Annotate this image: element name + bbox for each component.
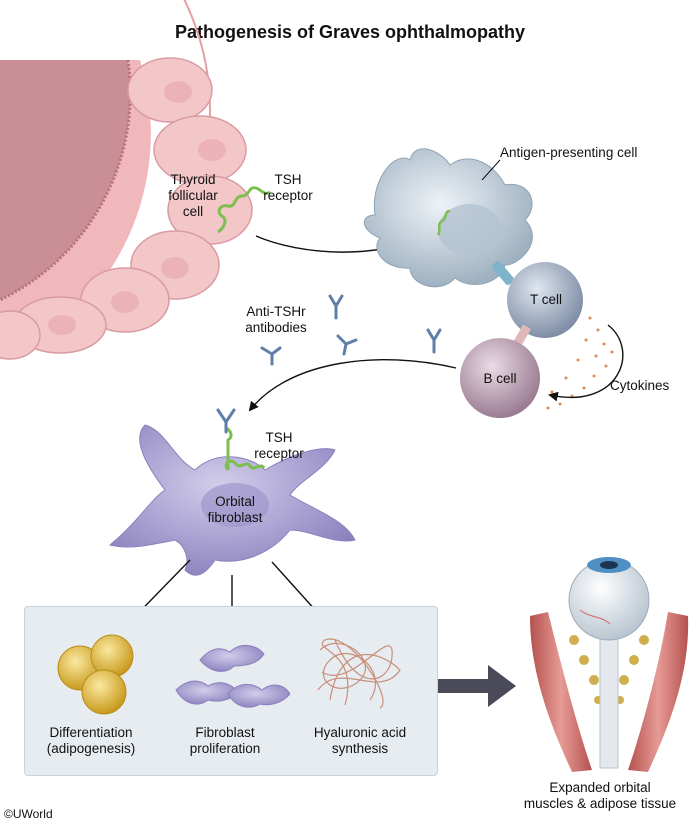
label-fibroblast-line2: fibroblast — [207, 510, 263, 525]
label-expanded-line1: Expanded orbital — [549, 780, 651, 795]
hyaluronic-acid-tangle — [317, 638, 401, 709]
label-tsh-top-line2: receptor — [263, 188, 313, 203]
label-b-cell: B cell — [483, 371, 517, 386]
label-fibroblast-line1: Orbital — [215, 494, 255, 509]
label-thyroid-cell: Thyroid follicular cell — [158, 172, 228, 220]
label-hya-line2: synthesis — [331, 741, 389, 756]
tsh-receptor-thyroid — [217, 186, 271, 234]
proliferating-fibroblasts — [175, 645, 291, 708]
label-orbital-fibroblast: Orbital fibroblast — [195, 494, 275, 526]
label-tsh-receptor-fibroblast: TSH receptor — [244, 430, 314, 462]
label-tsh-receptor-top: TSH receptor — [258, 172, 318, 204]
antibody-icons — [260, 294, 442, 366]
label-expanded-orbit: Expanded orbital muscles & adipose tissu… — [505, 780, 695, 812]
label-tsh-top-line1: TSH — [274, 172, 302, 187]
t-cell — [507, 262, 583, 338]
expanded-orbit — [530, 557, 689, 772]
antigen-presenting-cell — [363, 148, 533, 288]
b-cell — [460, 338, 540, 418]
label-t-cell: T cell — [529, 292, 562, 307]
label-differentiation: Differentiation (adipogenesis) — [26, 725, 156, 757]
label-hyaluronic: Hyaluronic acid synthesis — [295, 725, 425, 757]
label-expanded-line2: muscles & adipose tissue — [523, 796, 677, 811]
label-proliferation: Fibroblast proliferation — [170, 725, 280, 757]
label-prolif-line1: Fibroblast — [195, 725, 255, 740]
label-diff-line2: (adipogenesis) — [46, 741, 136, 756]
orbital-fibroblast — [108, 424, 356, 576]
label-antibodies-line1: Anti-TSHr — [246, 304, 306, 319]
label-tsh-fibro-line2: receptor — [254, 446, 304, 461]
label-hya-line1: Hyaluronic acid — [313, 725, 407, 740]
label-prolif-line2: proliferation — [189, 741, 261, 756]
thyroid-follicle — [0, 0, 253, 360]
label-tsh-fibro-line1: TSH — [265, 430, 293, 445]
adipocyte-cluster — [57, 634, 134, 715]
label-apc: Antigen-presenting cell — [500, 145, 638, 160]
label-thyroid-line1: Thyroid — [170, 172, 216, 187]
label-antibodies: Anti-TSHr antibodies — [236, 304, 316, 336]
copyright: ©UWorld — [4, 807, 53, 821]
diagram-title: Pathogenesis of Graves ophthalmopathy — [174, 22, 526, 42]
label-thyroid-line3: cell — [182, 204, 204, 219]
label-cytokines: Cytokines — [610, 378, 670, 393]
label-thyroid-line2: follicular — [168, 188, 218, 203]
label-antibodies-line2: antibodies — [245, 320, 307, 335]
big-arrow — [438, 665, 516, 707]
label-diff-line1: Differentiation — [49, 725, 133, 740]
